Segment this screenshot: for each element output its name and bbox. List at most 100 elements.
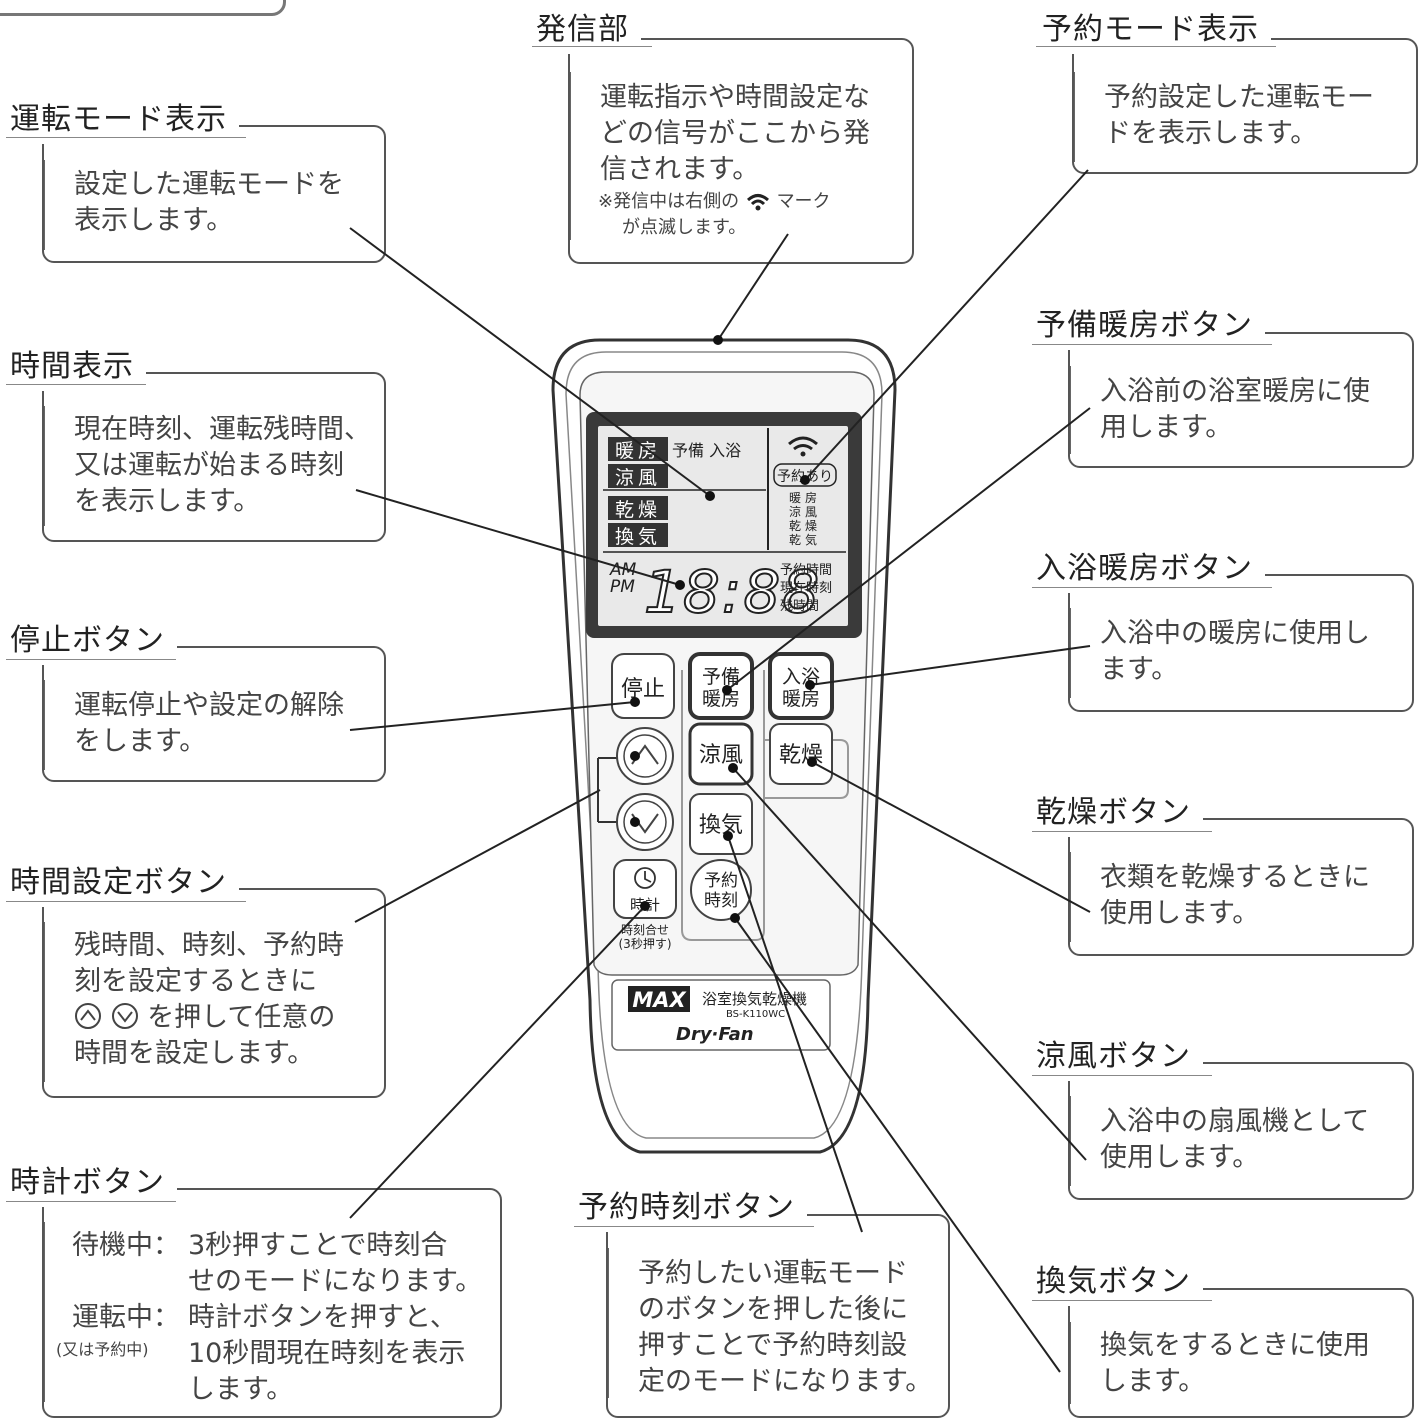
down-arrow-icon [111, 1002, 139, 1030]
body-hasshin: 運転指示や時間設定な どの信号がここから発 信されます。 [600, 82, 870, 185]
lcd-digits: 18:88 [644, 558, 821, 626]
title-underline [1032, 1300, 1212, 1301]
title-hasshin: 発信部 [530, 4, 641, 54]
lcd-mode-ryoufuu: 涼風 [615, 467, 661, 489]
lcd-wifi-icon [788, 436, 818, 457]
bracket [1070, 608, 1071, 698]
body-ryoufuu: 入浴中の扇風機として 使用します。 [1100, 1106, 1370, 1173]
title-underline [6, 659, 176, 660]
title-underline [1032, 831, 1212, 832]
tokei-caption-1: (3秒押す) [619, 937, 672, 951]
bracket [44, 1222, 45, 1402]
title-underline [1032, 344, 1272, 345]
brand-logo: MAX [632, 988, 687, 1012]
yobi-button-shape [688, 652, 754, 720]
frame-yobi [1068, 332, 1414, 468]
brand-series: Dry·Fan [676, 1024, 754, 1045]
body-teishi: 運転停止や設定の解除 をします。 [74, 690, 344, 757]
title-underline [6, 901, 246, 902]
body-nyuyoku: 入浴中の暖房に使用し ます。 [1100, 618, 1370, 685]
lcd-mode-danbou: 暖房 [615, 440, 661, 462]
title-nyuyoku: 入浴暖房ボタン [1032, 543, 1265, 593]
yoyaku-button-shape [690, 859, 752, 921]
bracket [44, 406, 45, 526]
title-jikan-hyouji: 時間表示 [6, 341, 146, 391]
lcd-time-label-1: 現在時刻 [780, 581, 832, 596]
title-underline [1036, 46, 1276, 47]
ryoufuu-button-label: 涼風 [699, 743, 743, 768]
lcd-mode-words: 予備 入浴 [672, 441, 741, 460]
bracket [44, 922, 45, 1082]
title-kanki: 換気ボタン [1032, 1256, 1203, 1306]
frame-hasshin [568, 38, 914, 264]
frame-yoyaku-jikoku [606, 1214, 950, 1418]
body-kanki: 換気をするときに使用 します。 [1100, 1330, 1370, 1397]
clock-icon [634, 867, 656, 889]
title-underline [6, 1201, 176, 1202]
bracket [1070, 1322, 1071, 1404]
corner-fragment [0, 0, 286, 16]
bracket [1070, 1096, 1071, 1186]
body-kansou: 衣類を乾燥するときに 使用します。 [1100, 862, 1370, 929]
lcd-reserve-mode-0: 暖房 [789, 490, 821, 505]
title-underline [1032, 587, 1272, 588]
note-hasshin: ※発信中は右側の マーク [598, 191, 831, 212]
frame-kansou [1068, 818, 1414, 956]
bracket [44, 680, 45, 770]
yoyaku-button-label-0: 予約 [704, 871, 738, 891]
title-underline [574, 1226, 814, 1227]
tokei-caption-0: 時刻合せ [621, 922, 669, 937]
lcd-am: AM [609, 560, 637, 580]
tokei-button-shape [613, 859, 677, 919]
title-jikan-settei: 時間設定ボタン [6, 857, 239, 907]
bracket [1070, 852, 1071, 942]
frame-unten-mode [42, 125, 386, 263]
lcd-reserve-mode-1: 涼風 [789, 504, 821, 519]
body-yoyaku-jikoku: 予約したい運転モード のボタンを押した後に 押すことで予約時刻設 定のモードにな… [638, 1258, 933, 1397]
note-hasshin-2: が点滅します。 [622, 217, 747, 238]
down-button-shape [616, 793, 674, 851]
yobi-button-label-1: 暖房 [702, 688, 740, 710]
lcd-pm: PM [610, 577, 635, 597]
title-underline [532, 46, 652, 47]
yobi-button-label-0: 予備 [702, 666, 740, 688]
nyuyoku-button-label-1: 暖房 [782, 688, 820, 710]
bracket [608, 1248, 609, 1398]
title-teishi: 停止ボタン [6, 615, 177, 665]
bracket [44, 160, 45, 250]
lcd-reserve-mode-3: 乾気 [789, 532, 821, 547]
lcd-time-label-2: 残時間 [780, 599, 819, 614]
nyuyoku-button-shape [768, 652, 834, 720]
wifi-icon [745, 193, 771, 211]
frame-ryoufuu [1068, 1062, 1414, 1200]
title-underline [6, 137, 246, 138]
title-yobi: 予備暖房ボタン [1032, 300, 1265, 350]
title-yoyaku-jikoku: 予約時刻ボタン [574, 1182, 807, 1232]
remote-body-inner [565, 351, 883, 1139]
title-yoyaku-mode: 予約モード表示 [1036, 4, 1271, 54]
bracket [1070, 366, 1071, 454]
frame-jikan-hyouji [42, 372, 386, 542]
kanki-button-shape [689, 793, 753, 855]
bracket [570, 72, 571, 240]
lcd-mode-kanki: 換気 [615, 526, 661, 548]
brand-product: 浴室換気乾燥機 [702, 990, 807, 1008]
body-jikan-settei: 残時間、時刻、予約時 刻を設定するときに を押して任意の 時間を設定します。 [74, 930, 344, 1069]
kanki-button-label: 換気 [699, 813, 743, 838]
body-unten-mode: 設定した運転モードを 表示します。 [74, 169, 344, 236]
up-button-shape [616, 727, 674, 785]
bracket [1074, 72, 1075, 162]
stop-button-label: 停止 [621, 677, 665, 702]
title-kansou: 乾燥ボタン [1032, 787, 1203, 837]
title-underline [6, 384, 146, 385]
frame-kanki [1068, 1288, 1414, 1418]
kansou-button-shape [769, 723, 833, 785]
title-ryoufuu: 涼風ボタン [1032, 1031, 1203, 1081]
title-unten-mode: 運転モード表示 [6, 94, 239, 144]
body-jikan-hyouji: 現在時刻、運転残時間、 又は運転が始まる時刻 を表示します。 [74, 414, 371, 517]
title-underline [1032, 1075, 1212, 1076]
lcd-mode-kansou: 乾燥 [615, 499, 661, 521]
frame-tokei [42, 1188, 502, 1418]
body-yoyaku-mode: 予約設定した運転モー ドを表示します。 [1104, 82, 1374, 149]
